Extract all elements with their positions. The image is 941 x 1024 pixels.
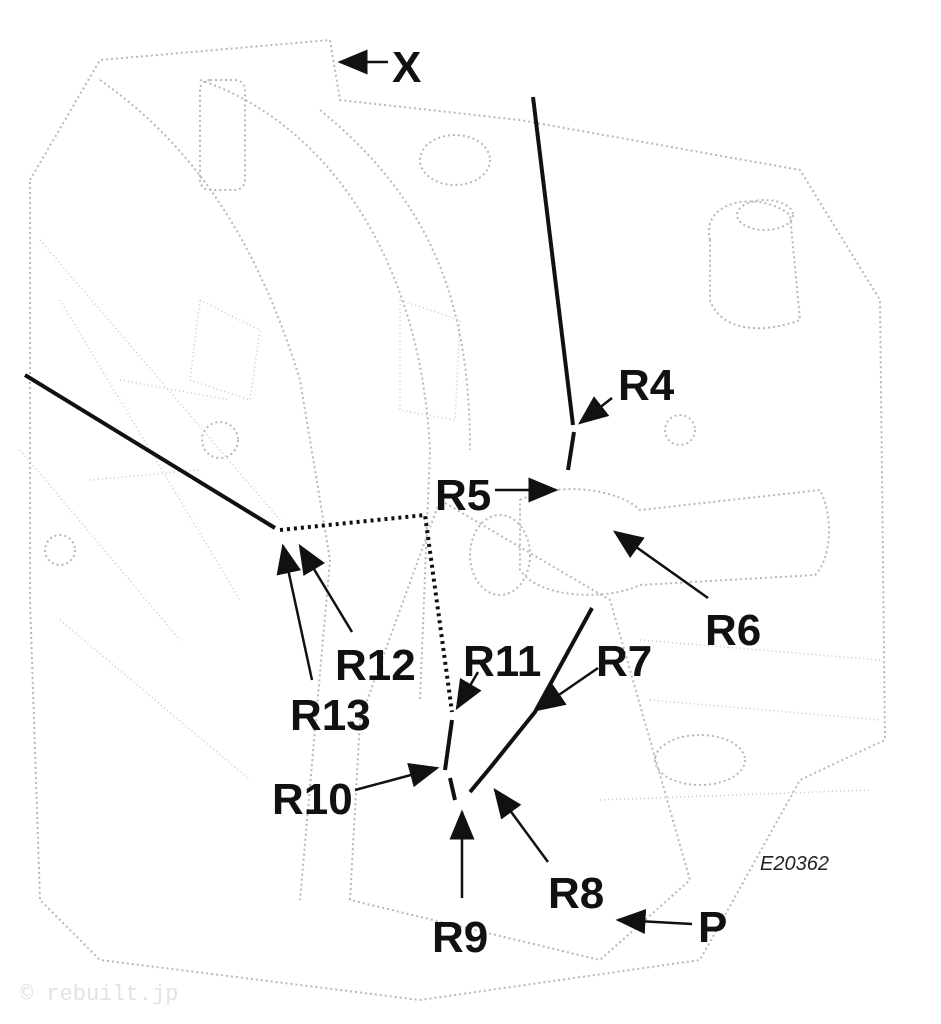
label-r5: R5 (435, 471, 491, 520)
label-r8: R8 (548, 869, 604, 918)
label-r11: R11 (463, 637, 541, 686)
watermark: © rebuilt.jp (20, 982, 178, 1007)
engine-illustration (19, 38, 887, 1002)
leader-line-r4 (531, 96, 575, 426)
arrow-r13 (276, 543, 314, 681)
label-r7: R7 (596, 637, 652, 686)
label-r6: R6 (705, 606, 761, 655)
label-x: X (392, 43, 421, 92)
arrow-r7 (534, 666, 599, 712)
label-r13: R13 (290, 691, 371, 740)
leader-line-r12-r13 (23, 373, 277, 530)
pipe-segment-r10 (443, 719, 457, 801)
leader-line-r7-r8 (468, 607, 594, 794)
label-r9: R9 (432, 913, 488, 962)
arrow-r8 (493, 787, 550, 863)
label-r10: R10 (272, 775, 353, 824)
arrow-r12 (298, 543, 354, 633)
label-p: P (698, 903, 727, 952)
figure-code: E20362 (760, 853, 829, 875)
arrow-r6 (612, 530, 709, 600)
label-r12: R12 (335, 641, 416, 690)
pipe-segment-r4 (566, 431, 576, 471)
arrow-r11 (455, 671, 482, 711)
arrow-r4 (578, 396, 613, 425)
arrow-r10 (354, 763, 440, 792)
label-r4: R4 (618, 361, 675, 410)
arrow-p (615, 909, 693, 934)
